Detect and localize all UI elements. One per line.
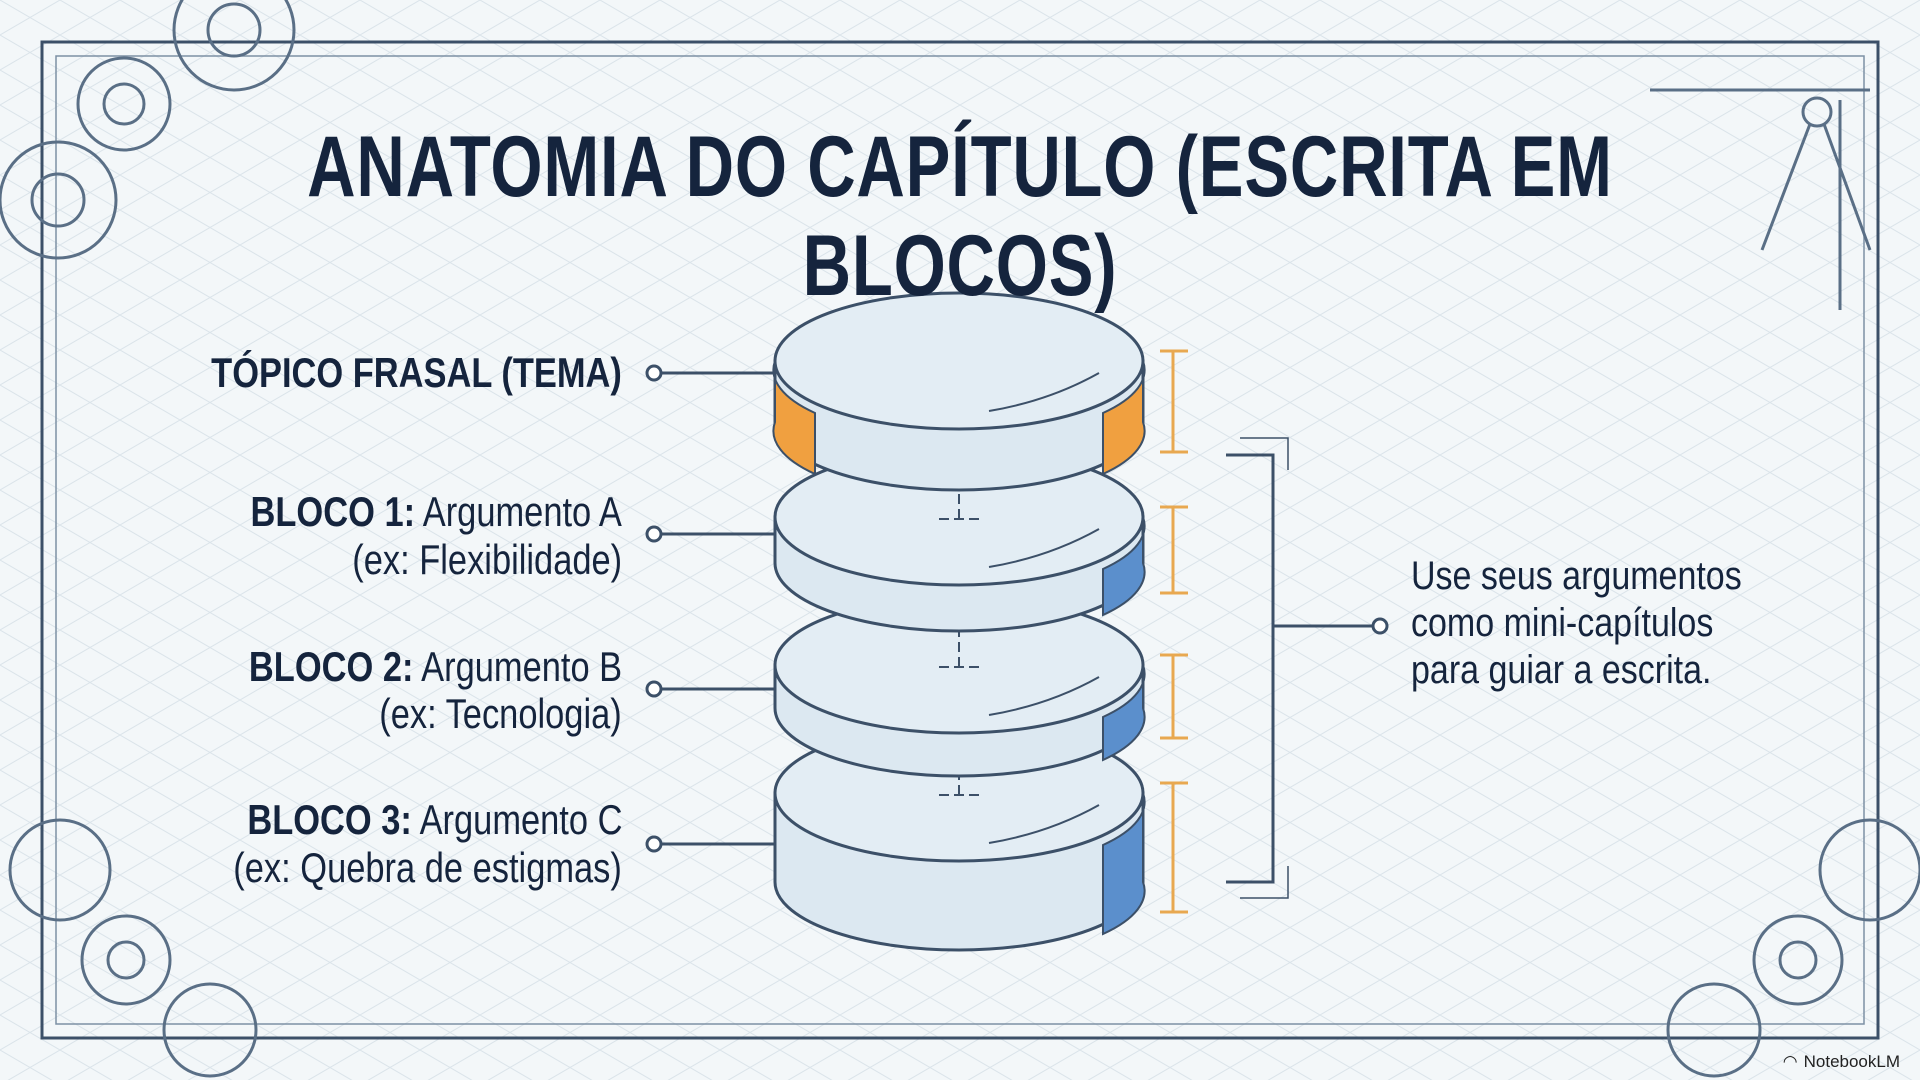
rotation-arrow-icon <box>988 528 1100 568</box>
dimension-arrow-icon <box>1160 505 1188 595</box>
rotation-arrow-icon <box>988 676 1100 716</box>
page-title: ANATOMIA DO CAPÍTULO (ESCRITA EM BLOCOS) <box>307 119 1613 314</box>
disk-stack <box>772 291 1188 952</box>
dimension-arrow-icon <box>1160 781 1188 914</box>
label-bloco-3: BLOCO 3: Argumento C <box>247 796 622 844</box>
disk-accent-band <box>1102 792 1146 936</box>
label-text: Argumento C <box>411 796 622 843</box>
note-line: Use seus argumentos <box>1411 554 1742 598</box>
disk-accent-band <box>1102 360 1146 476</box>
disk-accent-band <box>772 360 816 476</box>
rotation-arrow-icon <box>988 804 1100 844</box>
label-bold: BLOCO 1: <box>250 488 416 535</box>
compass-icon <box>1650 88 1872 310</box>
label-bloco-1: BLOCO 1: Argumento A <box>251 488 622 536</box>
example-bloco-1: (ex: Flexibilidade) <box>352 536 622 583</box>
label-bloco-2: BLOCO 2: Argumento B <box>249 643 622 691</box>
dimension-arrow-icon <box>1160 349 1188 454</box>
notebooklm-brand: ◠ NotebookLM <box>1783 1052 1900 1072</box>
note-line: como mini-capítulos <box>1411 601 1714 645</box>
label-bold: BLOCO 2: <box>248 643 414 690</box>
label-bold: BLOCO 3: <box>246 796 412 843</box>
brand-label: NotebookLM <box>1803 1052 1900 1071</box>
label-text: Argumento B <box>413 643 622 690</box>
example-bloco-3: (ex: Quebra de estigmas) <box>233 844 622 891</box>
label-topic: TÓPICO FRASAL (TEMA) <box>211 349 622 396</box>
disk-accent-band <box>1102 664 1146 762</box>
bracket <box>1226 437 1389 899</box>
frame-border <box>40 40 1880 1040</box>
disk-accent-band <box>1102 516 1146 617</box>
example-bloco-2: (ex: Tecnologia) <box>379 690 622 737</box>
rotation-arrow-icon <box>988 372 1100 412</box>
connectors <box>645 364 776 853</box>
label-text: Argumento A <box>415 488 622 535</box>
side-note: Use seus argumentos como mini-capítulos … <box>1411 553 1742 694</box>
notebooklm-logo-icon: ◠ <box>1782 1052 1798 1071</box>
dimension-arrow-icon <box>1160 653 1188 740</box>
alignment-mark <box>939 627 979 668</box>
note-line: para guiar a escrita. <box>1411 648 1712 692</box>
